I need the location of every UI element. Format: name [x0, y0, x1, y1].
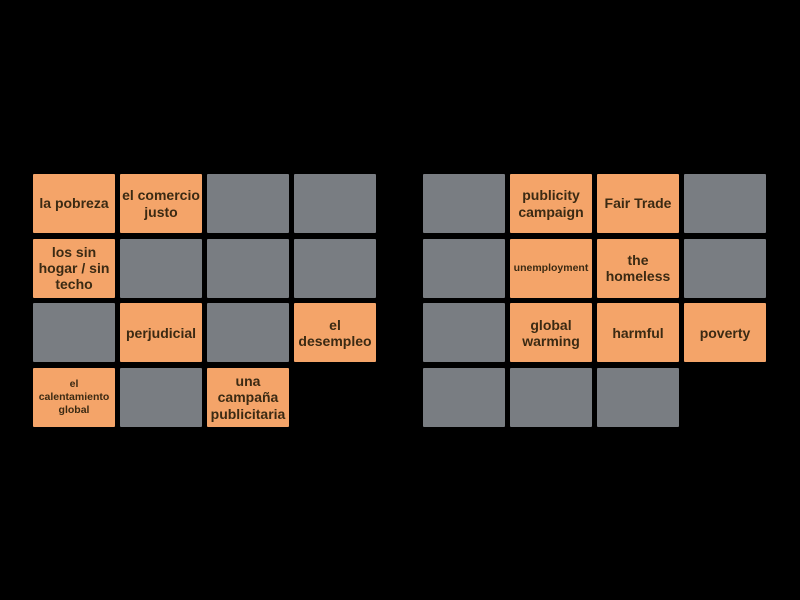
card-face-down[interactable] — [597, 368, 679, 428]
card-face-down[interactable] — [120, 238, 202, 298]
card-label: Fair Trade — [604, 195, 672, 212]
card-face-down[interactable] — [684, 238, 766, 298]
card-face-down[interactable] — [684, 174, 766, 233]
card-face-up[interactable]: the homeless — [597, 238, 679, 298]
card-face-up[interactable]: el comercio justo — [120, 174, 202, 233]
card-label: una campaña publicitaria — [210, 373, 286, 422]
card-face-down[interactable] — [294, 174, 376, 233]
card-face-up[interactable]: el calentamiento global — [33, 368, 115, 428]
card-face-up[interactable]: publicity campaign — [510, 174, 592, 233]
card-label: los sin hogar / sin techo — [38, 243, 110, 293]
card-face-up[interactable]: una campaña publicitaria — [207, 368, 289, 428]
card-label: perjudicial — [125, 324, 197, 341]
card-face-down[interactable] — [207, 303, 289, 363]
card-face-down[interactable] — [207, 174, 289, 233]
card-face-up[interactable]: perjudicial — [120, 303, 202, 363]
card-face-up[interactable]: poverty — [684, 303, 766, 363]
card-face-up[interactable]: el desempleo — [294, 303, 376, 363]
card-face-down[interactable] — [510, 368, 592, 428]
card-label: publicity campaign — [518, 187, 584, 220]
card-label: la pobreza — [39, 195, 109, 212]
card-face-down[interactable] — [207, 238, 289, 298]
card-face-up[interactable]: la pobreza — [33, 174, 115, 233]
card-face-down[interactable] — [423, 368, 505, 428]
card-face-up[interactable]: Fair Trade — [597, 174, 679, 233]
card-label: global warming — [522, 316, 580, 349]
card-face-down[interactable] — [423, 238, 505, 298]
card-label: harmful — [612, 324, 664, 341]
card-label: poverty — [699, 324, 751, 341]
card-face-down[interactable] — [423, 174, 505, 233]
card-face-down[interactable] — [33, 303, 115, 363]
matching-board-spanish: la pobreza el comercio justo los sin hogar… — [33, 174, 376, 428]
card-face-down[interactable] — [294, 238, 376, 298]
card-face-down[interactable] — [120, 368, 202, 428]
card-face-up[interactable]: global warming — [510, 303, 592, 363]
matching-board-english: publicity campaign Fair Trade unemployment… — [423, 174, 766, 428]
card-face-up[interactable]: los sin hogar / sin techo — [33, 238, 115, 298]
card-face-down[interactable] — [423, 303, 505, 363]
card-label: el comercio justo — [122, 187, 200, 220]
card-face-up[interactable]: unemployment — [510, 238, 592, 298]
card-face-up[interactable]: harmful — [597, 303, 679, 363]
card-label: el desempleo — [298, 316, 372, 349]
card-label: unemployment — [513, 261, 589, 274]
card-label: el calentamiento global — [38, 377, 110, 417]
card-label: the homeless — [605, 251, 671, 285]
